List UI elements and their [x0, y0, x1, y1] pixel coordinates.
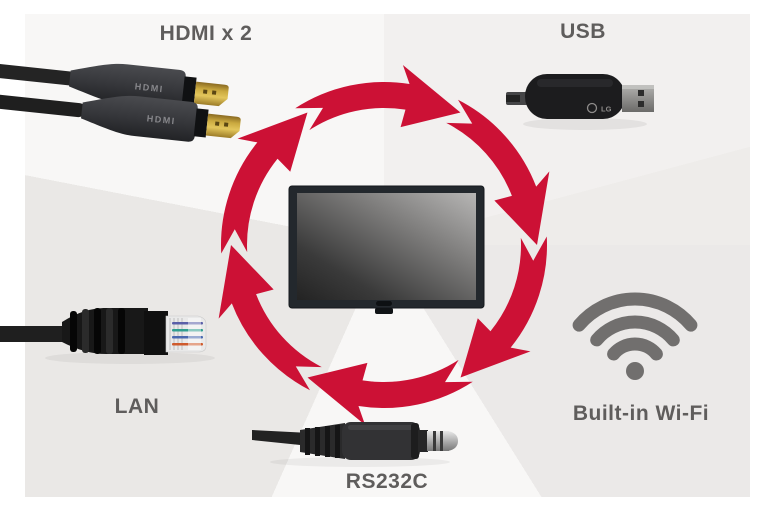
display-monitor — [288, 185, 485, 314]
cycle-arrow — [307, 359, 473, 426]
cycle-arrow — [221, 112, 308, 254]
cycle-arrow — [295, 64, 461, 131]
rs232c-label: RS232C — [345, 470, 429, 493]
usb-label: USB — [560, 20, 606, 43]
wifi-icon — [572, 292, 698, 380]
monitor-stand-nub — [375, 308, 393, 314]
cycle-arrow — [218, 245, 322, 391]
usb-dongle-logo-text: LG — [601, 105, 612, 114]
hdmi-connector-text: HDMI — [146, 113, 176, 126]
cycle-arrow — [460, 236, 547, 378]
hdmi-connector-text: HDMI — [134, 81, 164, 94]
lg-logo-circle — [586, 102, 598, 114]
monitor-logo — [376, 301, 392, 306]
lan-label: LAN — [114, 395, 160, 418]
hdmi-label: HDMI x 2 — [159, 22, 253, 45]
wifi-label: Built-in Wi-Fi — [572, 402, 710, 425]
rs232c-jack — [252, 422, 458, 467]
usb-dongle: LG — [506, 74, 654, 130]
cycle-arrow — [446, 99, 550, 245]
hdmi-cable-2: HDMI — [0, 94, 241, 142]
lan-cable — [0, 308, 215, 364]
cycle-arrows-icon — [218, 64, 550, 426]
